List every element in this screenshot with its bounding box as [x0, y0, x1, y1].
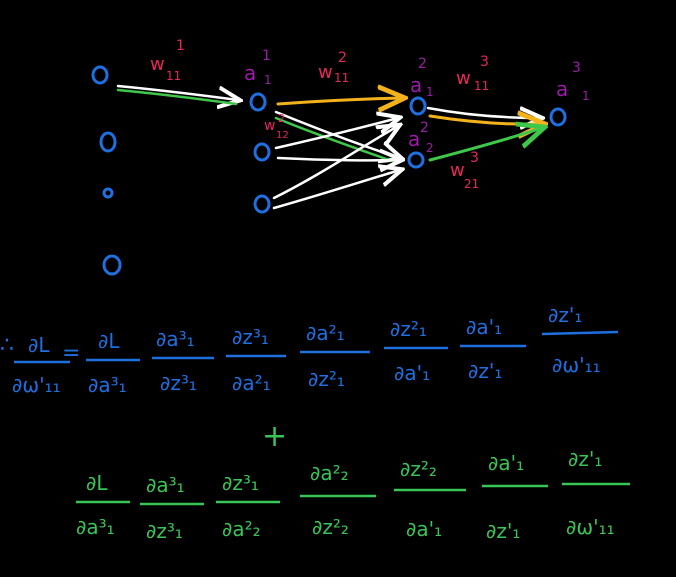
activation-a1-layer2-sup: 2 [418, 56, 427, 72]
lhs-denominator: ∂ω'₁₁ [12, 373, 61, 397]
lhs-numerator: ∂L [28, 333, 50, 357]
weight-w11-layer1: w [150, 54, 165, 75]
eq2-term6-num: ∂a'₁ [488, 451, 524, 475]
equals-sign: = [62, 341, 80, 366]
weight-w11-layer1-sup: 1 [176, 38, 185, 54]
input-node-3 [102, 187, 114, 199]
input-node-4 [102, 254, 122, 276]
weight-w11-layer3: w [456, 68, 471, 89]
edge-l1mid-l2top [274, 118, 398, 150]
edge-l1top-l2bot-green [274, 116, 400, 165]
input-node-1 [91, 65, 109, 85]
activation-a1-layer1: a [244, 61, 256, 85]
weight-w11-layer3-sub: 11 [474, 79, 489, 93]
weight-labels: w 1 11 w 2 11 w 3 11 w 2 12 w 3 21 [150, 38, 489, 191]
eq2-term3-num: ∂z³₁ [222, 471, 259, 495]
eq2-term2-num: ∂a³₁ [146, 473, 185, 497]
activation-a1-layer1-sup: 1 [262, 48, 271, 64]
eq1-term2-den: ∂z³₁ [160, 371, 197, 395]
weight-w21-layer3-sup: 3 [470, 150, 479, 166]
eq1-term6-num: ∂a'₁ [466, 315, 502, 339]
activation-a2-layer2-sub: 2 [426, 141, 434, 155]
activation-a1-layer1-sub: 1 [264, 73, 272, 87]
edge-in-l1-white [116, 84, 238, 100]
edge-l2top-out-white [426, 108, 540, 118]
eq2-term4-num: ∂a²₂ [310, 461, 349, 485]
eq2-term1-num: ∂L [86, 471, 108, 495]
weight-w11-layer2-sub: 11 [334, 71, 349, 85]
activation-a2-layer2: a [408, 127, 420, 151]
eq2-term5-den: ∂a'₁ [406, 517, 442, 541]
eq1-term7-num: ∂z'₁ [548, 303, 582, 327]
eq2-term4-den: ∂z²₂ [312, 515, 349, 539]
eq2-term3-den: ∂a²₂ [222, 517, 261, 541]
equation-1: ∴ ∂L ∂ω'₁₁ = ∂L ∂a³₁ ∂a³₁ ∂z³₁ ∂z³₁ ∂a²₁… [0, 303, 619, 397]
weight-w11-layer2: w [318, 62, 333, 83]
edge-l1bot-l2bot [272, 170, 400, 210]
activation-a1-layer3-sub: 1 [582, 89, 590, 103]
weight-w11-layer1-sub: 11 [166, 69, 181, 83]
eq1-term7-bar [541, 330, 619, 336]
hidden1-node-3 [253, 194, 271, 214]
edges [116, 84, 542, 210]
output-node [549, 107, 567, 127]
weight-w11-layer3-sup: 3 [480, 54, 489, 70]
eq2-term7-num: ∂z'₁ [568, 447, 602, 471]
eq2-term7-den: ∂ω'₁₁ [566, 515, 615, 539]
edge-in-l1-green [116, 88, 238, 106]
eq1-term1-den: ∂a³₁ [88, 373, 127, 397]
activation-a1-layer2: a [410, 73, 422, 97]
eq1-term1-num: ∂L [98, 329, 120, 353]
eq1-term5-den: ∂a'₁ [394, 361, 430, 385]
activation-labels: a 1 1 a 2 1 a 2 2 a 3 1 [244, 48, 590, 155]
eq1-term4-num: ∂a²₁ [306, 321, 345, 345]
equation-2: ∂L ∂a³₁ ∂a³₁ ∂z³₁ ∂z³₁ ∂a²₂ ∂a²₂ ∂z²₂ ∂z… [76, 447, 630, 543]
eq2-term5-num: ∂z²₂ [400, 457, 437, 481]
edge-l1bot-l2top [272, 126, 398, 200]
activation-a2-layer2-sup: 2 [420, 120, 429, 136]
eq1-term7-den: ∂ω'₁₁ [552, 353, 601, 377]
hidden2-node-1 [409, 96, 427, 116]
activation-a1-layer3: a [556, 77, 568, 101]
eq1-term6-den: ∂z'₁ [468, 359, 502, 383]
hidden2-node-2 [407, 151, 425, 169]
edge-l1-l2-top-yellow [276, 98, 402, 104]
input-node-2 [99, 131, 117, 153]
hidden1-node-2 [253, 142, 271, 162]
eq1-term3-num: ∂z³₁ [232, 325, 269, 349]
activation-a1-layer3-sup: 3 [572, 60, 581, 76]
hidden1-node-1 [249, 92, 267, 112]
weight-w12-layer2: w [264, 118, 275, 134]
weight-w11-layer2-sup: 2 [338, 50, 347, 66]
activation-a1-layer2-sub: 1 [426, 85, 434, 99]
therefore-symbol: ∴ [0, 333, 14, 358]
edge-l2bot-out-green [428, 128, 542, 162]
nodes [91, 65, 567, 276]
weight-w21-layer3: w [450, 160, 465, 181]
eq1-term5-num: ∂z²₁ [390, 317, 427, 341]
weight-w21-layer3-sub: 21 [464, 177, 479, 191]
eq1-term4-den: ∂z²₁ [308, 367, 345, 391]
eq1-term3-den: ∂a²₁ [232, 371, 271, 395]
eq1-term2-num: ∂a³₁ [156, 327, 195, 351]
eq2-term6-den: ∂z'₁ [486, 519, 520, 543]
plus-sign: + [262, 419, 287, 454]
weight-w12-layer2-sub: 12 [276, 130, 289, 141]
weight-w12-layer2-sup: 2 [278, 112, 285, 125]
eq2-term1-den: ∂a³₁ [76, 515, 115, 539]
eq2-term2-den: ∂z³₁ [146, 519, 183, 543]
